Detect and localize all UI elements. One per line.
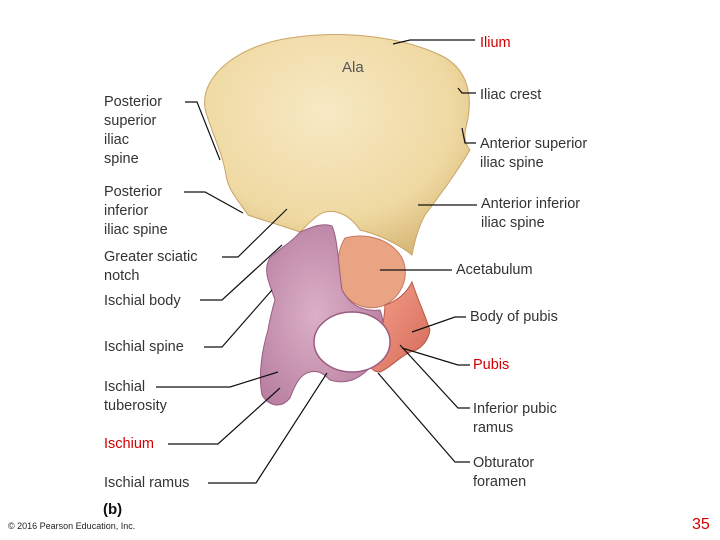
leader-notch <box>222 208 288 258</box>
label-ischium: Ischium <box>104 436 154 452</box>
leader-inf-pubic-ramus <box>399 344 470 409</box>
leader-pubis <box>401 347 470 366</box>
leader-asis <box>461 127 476 144</box>
label-ilium: Ilium <box>480 35 511 51</box>
label-greater-sciatic-notch: Greater sciatic notch <box>104 249 198 284</box>
label-pubis: Pubis <box>473 357 510 373</box>
leader-psis <box>185 101 221 161</box>
ilium-region <box>204 34 471 256</box>
label-ischial-tuberosity: Ischial tuberosity <box>104 379 167 414</box>
label-iliac-crest: Iliac crest <box>480 87 542 103</box>
label-ala: Ala <box>342 59 364 76</box>
label-acetabulum: Acetabulum <box>456 262 533 278</box>
leader-ischial-ramus <box>208 372 328 484</box>
label-ischial-ramus: Ischial ramus <box>104 475 190 491</box>
leader-ischium <box>168 387 281 445</box>
leader-lines <box>156 39 477 484</box>
label-pis: Posterior inferior iliac spine <box>104 184 168 238</box>
leader-tuberosity <box>156 371 279 388</box>
label-ischial-body: Ischial body <box>104 293 181 309</box>
leader-ilium <box>392 39 475 45</box>
label-asis: Anterior superior iliac spine <box>480 136 588 171</box>
leader-obturator <box>377 372 470 463</box>
label-body-of-pubis: Body of pubis <box>470 309 558 325</box>
label-psis: Posterior superior iliac spine <box>104 94 163 167</box>
label-obturator-foramen: Obturator foramen <box>473 455 535 490</box>
label-inferior-pubic-ramus: Inferior pubic ramus <box>473 401 557 436</box>
page-number: 35 <box>692 516 710 533</box>
copyright-notice: © 2016 Pearson Education, Inc. <box>8 521 136 531</box>
label-ischial-spine: Ischial spine <box>104 339 184 355</box>
leader-ischial-spine <box>204 289 273 348</box>
leader-ischial-body <box>200 244 283 301</box>
leader-pis <box>184 191 244 214</box>
acetabulum-fossa <box>337 235 406 309</box>
panel-letter: (b) <box>103 501 123 518</box>
label-aiis: Anterior inferior iliac spine <box>481 196 581 231</box>
leader-body-pubis <box>411 316 466 333</box>
obturator-foramen-opening <box>313 311 391 373</box>
leader-iliac-crest <box>457 87 476 94</box>
